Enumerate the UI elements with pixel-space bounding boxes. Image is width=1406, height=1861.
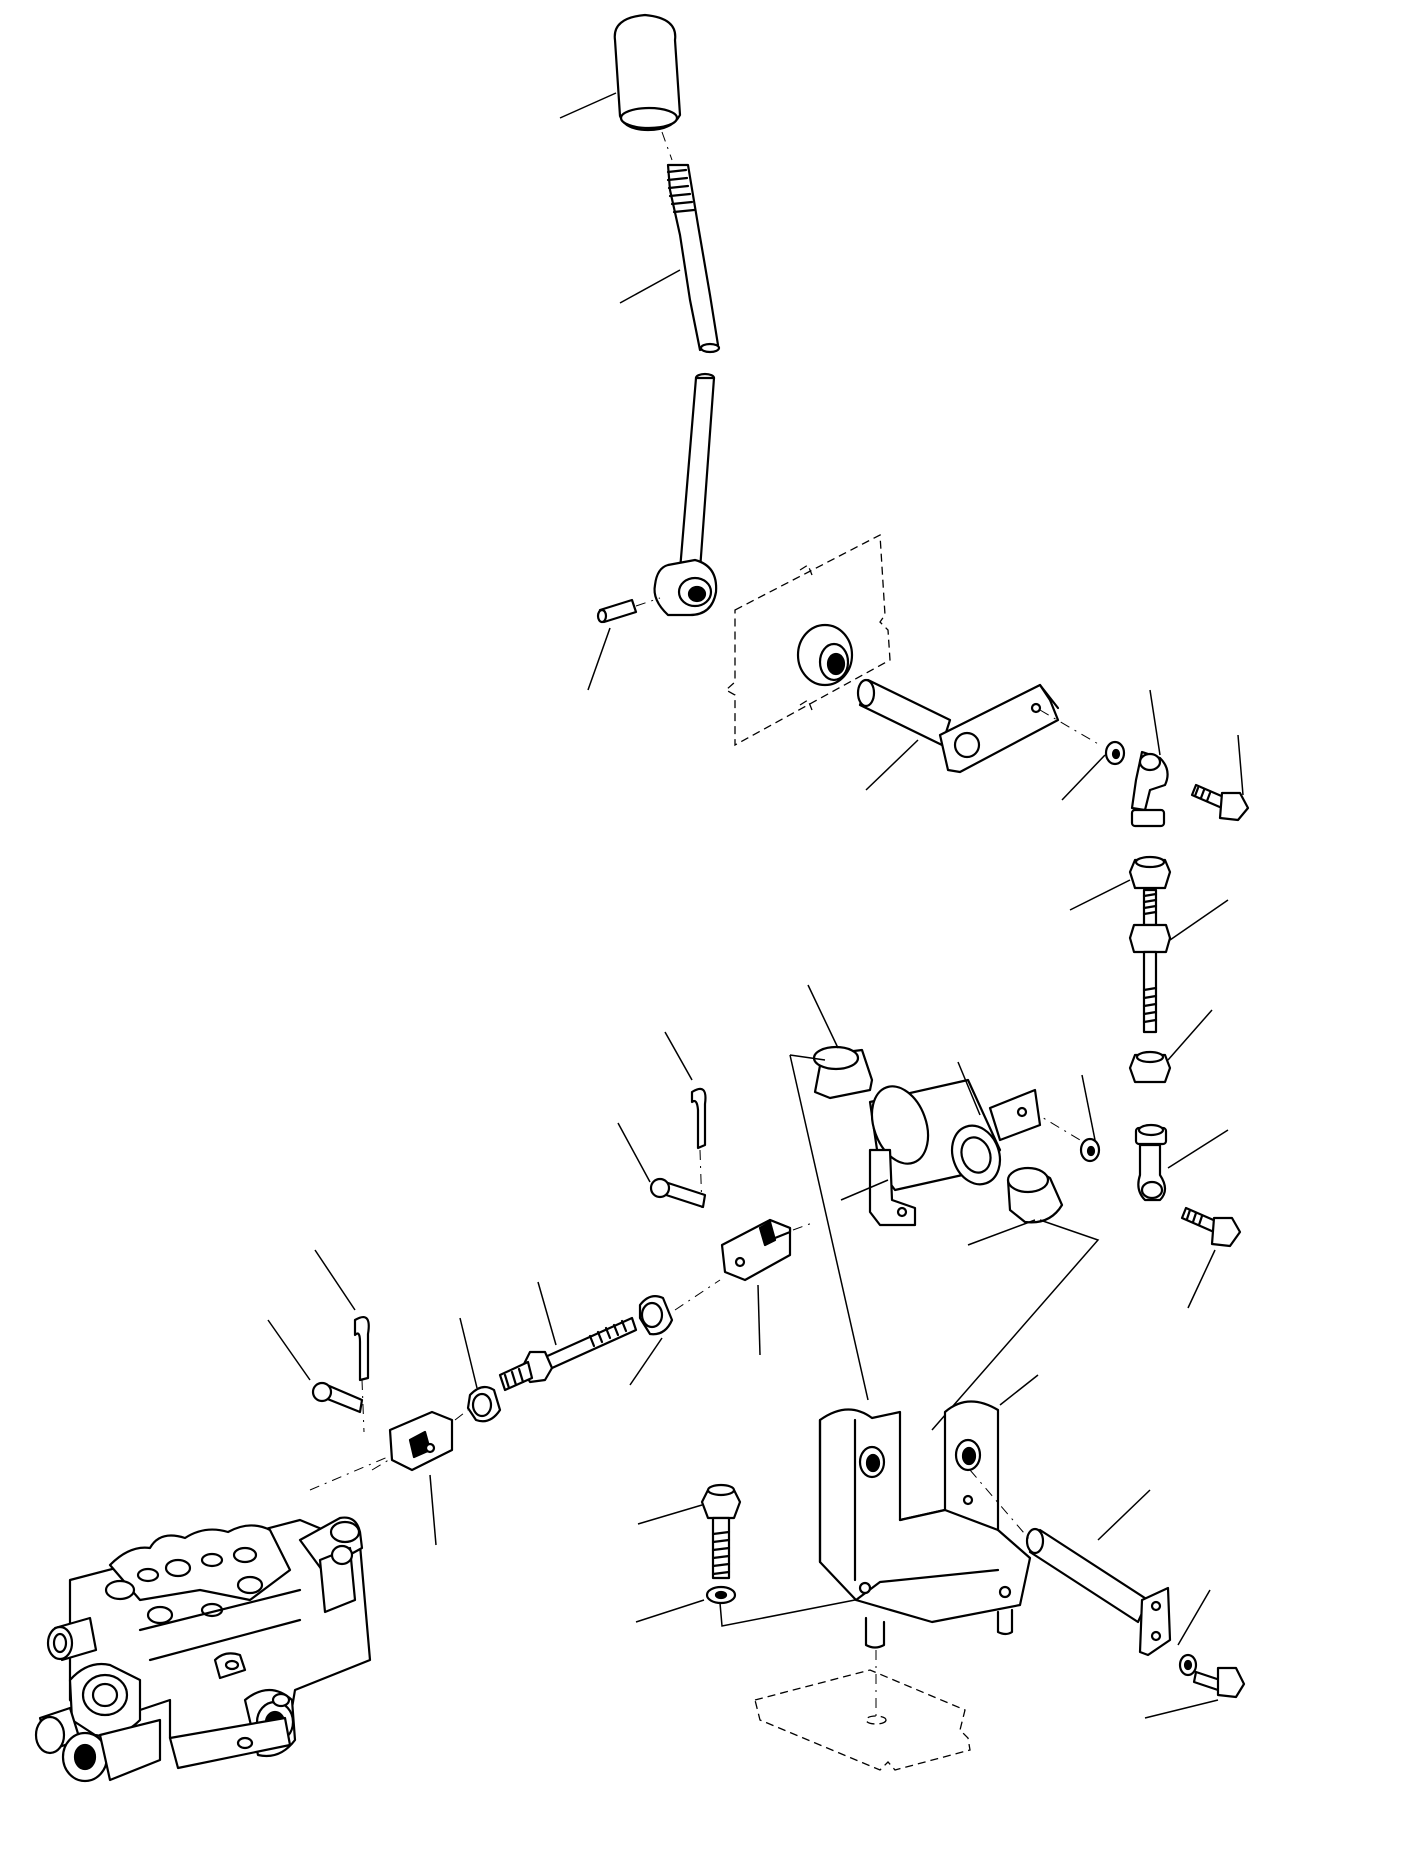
bushing [796,623,854,687]
frame-break [799,699,813,711]
leader-line [635,1599,705,1623]
floor-panel [754,1669,971,1771]
leader-line [999,1374,1039,1406]
leader-line [865,739,919,791]
leader-line [619,269,681,304]
leader-line [1061,754,1106,801]
leader-line [559,92,617,119]
leader-line [637,1504,703,1525]
washer [1104,740,1126,766]
leader-line [1081,1074,1096,1141]
axis-line [661,131,673,161]
control-lever [653,163,721,617]
adjusting-rod [498,1316,638,1392]
washer [705,1585,737,1605]
leader-line [664,1031,693,1081]
axis-line [1039,709,1101,746]
leader-line [1144,1699,1219,1719]
bolt [700,1483,742,1580]
bell-crank [868,1078,1042,1227]
spring-pin [596,598,638,624]
leader-line [537,1281,557,1346]
leader-line [1097,1489,1151,1541]
leader-line [617,1122,651,1183]
leader-line [459,1317,478,1389]
leader-line [967,1219,1036,1246]
bushing [1006,1166,1064,1224]
clevis [720,1218,792,1282]
leader-line [1167,1129,1229,1169]
mount-hole [865,1715,887,1725]
bolt [1180,1206,1242,1248]
threaded-rod [1128,888,1172,1034]
leader-line [789,1054,869,1401]
nut [1128,1050,1172,1084]
washer [1079,1137,1101,1163]
leader-line [957,1061,981,1116]
bolt [1190,783,1250,822]
leader-line [1187,1249,1216,1309]
bracket [818,1400,1032,1649]
axis-line [792,1221,816,1231]
clevis [388,1410,454,1472]
leader-line [807,984,839,1049]
leader-line [931,1219,1100,1431]
lever-knob [613,13,682,132]
axis-line [309,1455,391,1491]
leader-line [1167,1009,1213,1061]
bolt [1192,1666,1246,1699]
lever-shaft [856,678,1060,774]
pivot-shaft [1025,1527,1172,1657]
nut [466,1385,502,1423]
bushing [812,1045,874,1100]
axis-line [361,1379,365,1433]
cotter-pin [690,1087,707,1150]
leader-line [1237,734,1244,796]
nut [1128,855,1172,890]
nut [638,1295,674,1336]
control-valve [34,1516,372,1783]
leader-line [1177,1589,1211,1646]
leader-line [267,1319,311,1381]
leader-line [757,1284,761,1356]
leader-line [587,627,611,691]
ball-joint [1130,750,1169,828]
frame-panel [724,533,891,747]
leader-line [314,1249,356,1311]
leader-line [1169,899,1229,941]
axis-line [969,1469,1031,1541]
axis-line [674,1279,721,1311]
axis-line [371,1457,393,1471]
leader-line [429,1474,437,1546]
leader-line [840,1179,889,1201]
cotter-pin [353,1316,370,1382]
leader-line [629,1337,663,1386]
clevis-pin [649,1177,707,1209]
leader-line [719,1599,856,1627]
leader-line [1069,879,1131,911]
leader-line [1149,689,1161,756]
leader-line [789,1054,826,1061]
clevis-pin [311,1381,364,1414]
ball-joint [1134,1123,1168,1202]
axis-line [454,1409,469,1421]
axis-line [635,597,661,607]
washer [1178,1653,1198,1677]
frame-break [799,564,813,576]
